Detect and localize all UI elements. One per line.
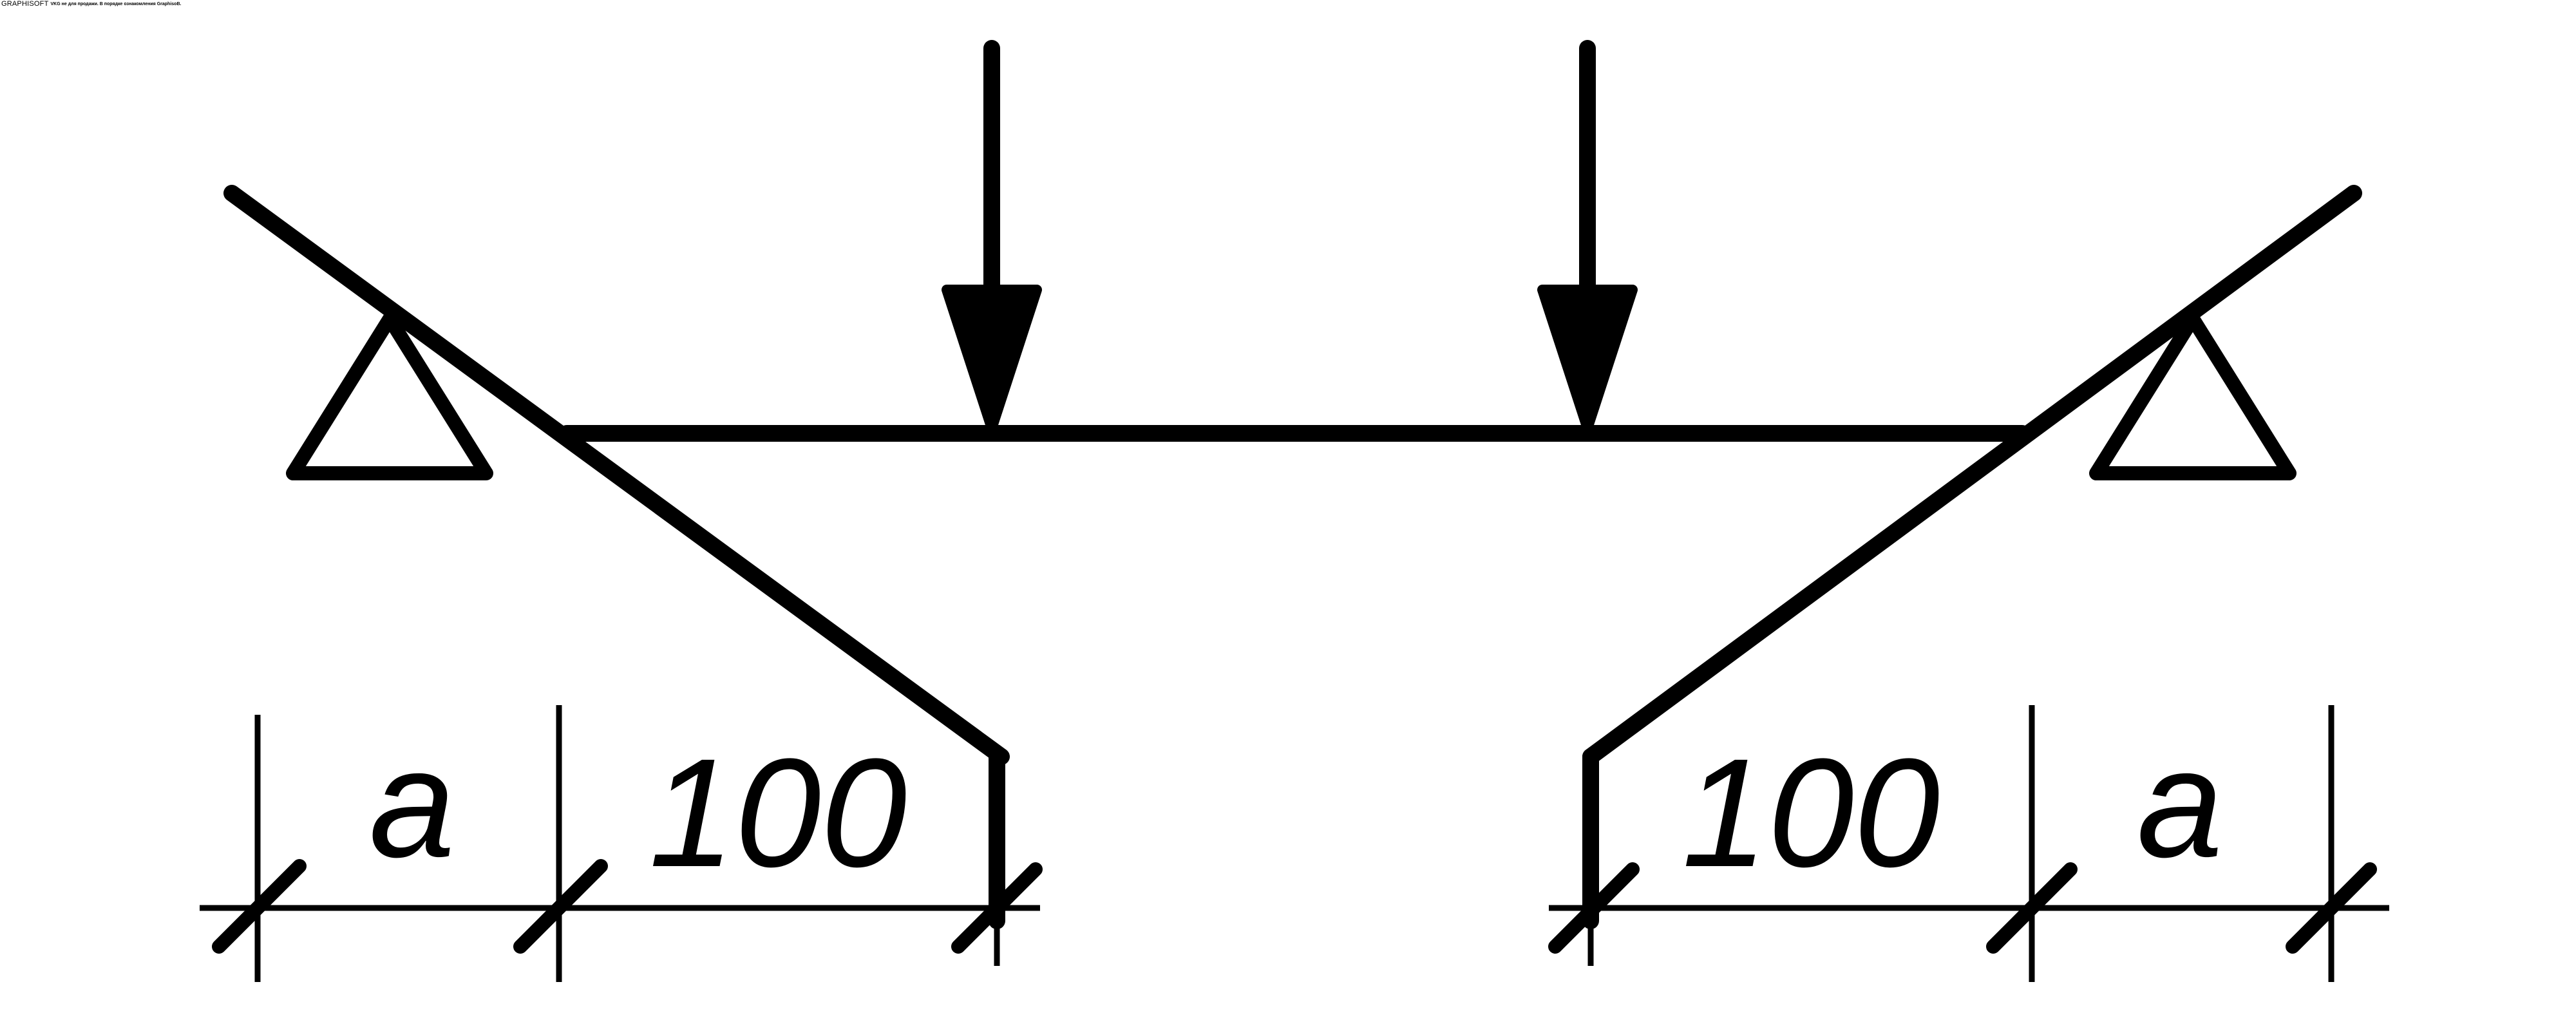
load-arrow-left — [942, 40, 1042, 433]
load-arrow-right-head — [1537, 285, 1638, 433]
right-support-triangle — [2089, 312, 2297, 480]
dimension-label-left-100: 100 — [649, 726, 907, 899]
right-dimension-tick-2 — [1986, 862, 2078, 954]
right-incline — [1582, 185, 2362, 765]
dimension-label-right-a: a — [2137, 717, 2222, 889]
dimension-label-right-100: 100 — [1682, 726, 1940, 899]
left-dimension-tick-1 — [212, 859, 307, 954]
watermark-note: VKG не для продажи. В порядке ознакомлен… — [50, 2, 182, 6]
right-dimension-tick-1 — [1548, 862, 1640, 954]
left-support-triangle — [286, 312, 493, 480]
dimension-label-left-a: a — [369, 717, 455, 889]
load-arrow-right — [1537, 40, 1638, 433]
watermark-brand: GRAPHISOFT — [1, 0, 49, 8]
left-dimension-tick-3 — [951, 862, 1043, 954]
left-dimension-tick-2 — [513, 859, 608, 954]
load-arrow-left-head — [942, 285, 1042, 433]
left-incline — [223, 185, 1010, 765]
right-dimension-tick-3 — [2286, 862, 2377, 954]
